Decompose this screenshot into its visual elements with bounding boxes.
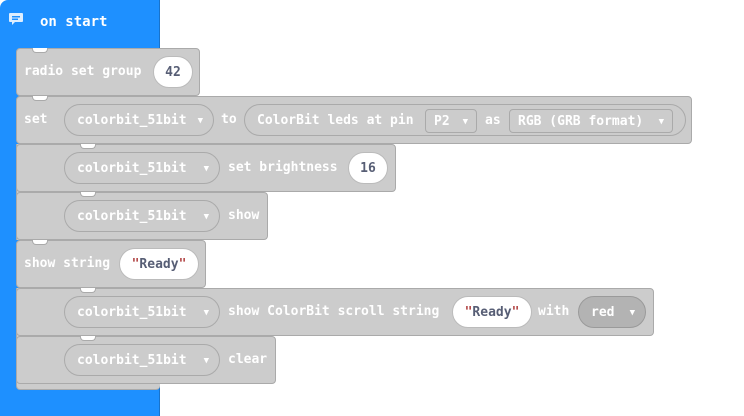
- comment-icon[interactable]: [8, 12, 24, 26]
- show-string-label: show string: [24, 256, 111, 271]
- radio-set-group-label: radio set group: [24, 64, 142, 79]
- variable-dropdown-value: colorbit_51bit: [77, 305, 187, 320]
- close-quote: ": [511, 305, 520, 320]
- format-dropdown-value: RGB (GRB format): [518, 114, 644, 129]
- radio-set-group-block[interactable]: radio set group 42: [16, 48, 200, 96]
- chevron-down-icon: ▼: [203, 164, 209, 174]
- scroll-string-value: Ready: [472, 305, 512, 320]
- chevron-down-icon: ▼: [203, 212, 209, 222]
- stack-bottom-cap: [16, 384, 160, 390]
- color-dropdown-value: red: [591, 305, 615, 320]
- variable-dropdown-value: colorbit_51bit: [77, 161, 187, 176]
- show-label: show: [228, 208, 260, 223]
- open-quote: ": [464, 305, 473, 320]
- clear-label: clear: [228, 352, 268, 367]
- chevron-down-icon: ▼: [203, 308, 209, 318]
- variable-dropdown[interactable]: colorbit_51bit ▼: [64, 152, 220, 184]
- variable-dropdown[interactable]: colorbit_51bit ▼: [64, 104, 214, 136]
- variable-dropdown-value: colorbit_51bit: [77, 113, 187, 128]
- chevron-down-icon: ▼: [658, 117, 664, 127]
- color-dropdown[interactable]: red ▼: [578, 296, 646, 328]
- variable-dropdown[interactable]: colorbit_51bit ▼: [64, 344, 220, 376]
- set-variable-block[interactable]: set colorbit_51bit ▼ to ColorBit leds at…: [16, 96, 692, 144]
- set-brightness-block[interactable]: colorbit_51bit ▼ set brightness 16: [16, 144, 396, 192]
- clear-block[interactable]: colorbit_51bit ▼ clear: [16, 336, 276, 384]
- format-dropdown[interactable]: RGB (GRB format) ▼: [509, 109, 673, 133]
- colorbit-leds-block[interactable]: ColorBit leds at pin P2 ▼ as RGB (GRB fo…: [244, 104, 686, 136]
- chevron-down-icon: ▼: [629, 308, 635, 318]
- with-label: with: [538, 304, 570, 319]
- brightness-input[interactable]: 16: [348, 152, 388, 184]
- scroll-string-label: show ColorBit scroll string: [228, 304, 440, 319]
- group-number-input[interactable]: 42: [153, 56, 193, 88]
- chevron-down-icon: ▼: [197, 116, 203, 126]
- to-label: to: [221, 112, 237, 127]
- open-quote: ": [131, 257, 140, 272]
- string-input[interactable]: "Ready": [119, 248, 199, 280]
- string-value: Ready: [139, 257, 179, 272]
- variable-dropdown-value: colorbit_51bit: [77, 353, 187, 368]
- scroll-string-block[interactable]: colorbit_51bit ▼ show ColorBit scroll st…: [16, 288, 654, 336]
- scroll-string-input[interactable]: "Ready": [452, 296, 532, 328]
- pin-dropdown[interactable]: P2 ▼: [425, 109, 477, 133]
- show-string-block[interactable]: show string "Ready": [16, 240, 206, 288]
- set-brightness-label: set brightness: [228, 160, 338, 175]
- on-start-label: on start: [40, 14, 108, 30]
- variable-dropdown[interactable]: colorbit_51bit ▼: [64, 296, 220, 328]
- as-label: as: [485, 113, 501, 128]
- set-label: set: [24, 112, 48, 127]
- show-block[interactable]: colorbit_51bit ▼ show: [16, 192, 268, 240]
- pin-dropdown-value: P2: [434, 114, 450, 129]
- variable-dropdown-value: colorbit_51bit: [77, 209, 187, 224]
- chevron-down-icon: ▼: [203, 356, 209, 366]
- variable-dropdown[interactable]: colorbit_51bit ▼: [64, 200, 220, 232]
- chevron-down-icon: ▼: [462, 117, 468, 127]
- close-quote: ": [178, 257, 187, 272]
- colorbit-leds-label: ColorBit leds at pin: [257, 113, 414, 128]
